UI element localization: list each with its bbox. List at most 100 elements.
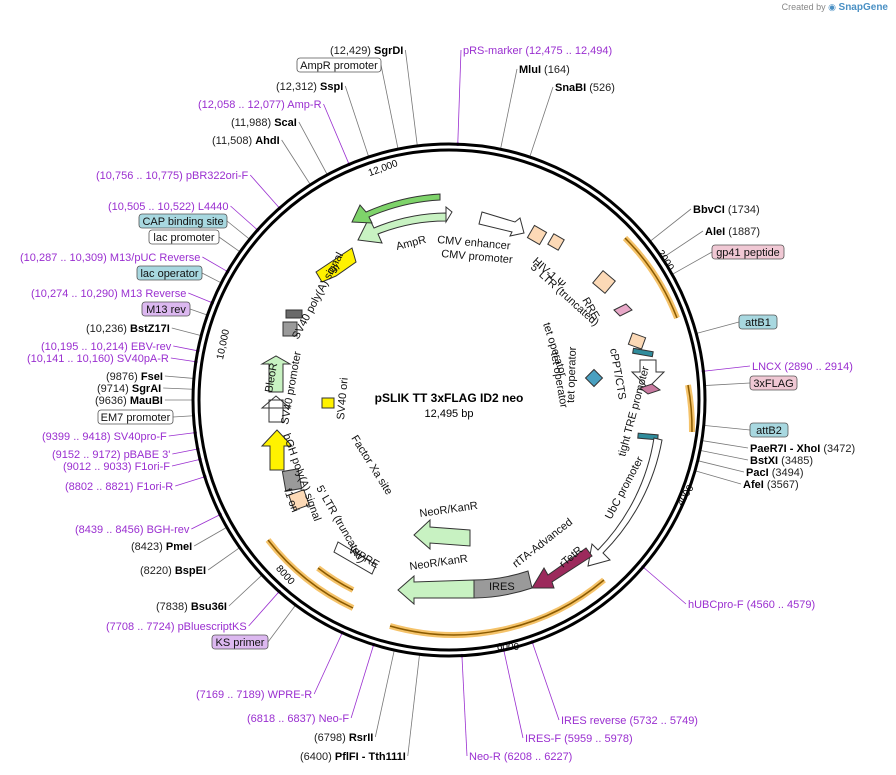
map-label-enzyme[interactable]: PaeR7I - XhoI (3472): [750, 443, 855, 455]
map-label-primer[interactable]: (7169 .. 7189) WPRE-R: [196, 689, 312, 701]
map-label-enzyme[interactable]: (8220) BspEI: [140, 565, 206, 577]
label-name: BstZ17I: [130, 323, 170, 335]
orange-arc-right: [622, 235, 680, 320]
leader-line: [170, 357, 196, 363]
map-label-primer[interactable]: (7708 .. 7724) pBluescriptKS: [106, 621, 247, 633]
label-coord: (1734): [725, 204, 760, 216]
map-label-primer[interactable]: (10,141 .. 10,160) SV40pA-R: [27, 353, 169, 365]
map-label-enzyme[interactable]: (6400) PflFI - Tth111I: [300, 751, 406, 763]
map-label-enzyme[interactable]: (9876) FseI: [106, 371, 163, 383]
map-label-primer[interactable]: (8439 .. 8456) BGH-rev: [75, 524, 190, 536]
label-name: pRS-marker: [463, 45, 523, 57]
map-label-enzyme[interactable]: (6798) RsrII: [314, 732, 373, 744]
leader-line: [207, 547, 241, 571]
map-label-feature[interactable]: 3xFLAG: [749, 375, 798, 391]
brand-prefix: Created by: [781, 2, 826, 12]
label-name: IRES reverse: [561, 715, 626, 727]
feature-label: cPPT/CTS: [607, 347, 628, 400]
label-name: ScaI: [274, 117, 297, 129]
leader-line: [503, 649, 524, 739]
map-label-enzyme[interactable]: AleI (1887): [705, 226, 760, 238]
leader-line: [298, 121, 328, 175]
map-label-enzyme[interactable]: (11,988) ScaI: [231, 117, 297, 129]
map-label-primer[interactable]: pRS-marker (12,475 .. 12,494): [463, 45, 612, 57]
map-label-primer[interactable]: (10,274 .. 10,290) M13 Reverse: [31, 288, 186, 300]
map-label-enzyme[interactable]: (7838) Bsu36I: [156, 601, 227, 613]
map-label-enzyme[interactable]: (11,508) AhdI: [212, 135, 280, 147]
map-label-enzyme[interactable]: AfeI (3567): [743, 479, 799, 491]
leader-line: [218, 236, 241, 253]
map-label-feature[interactable]: lac promoter: [148, 229, 220, 245]
em7-mark: [285, 309, 303, 319]
map-label-primer[interactable]: (8802 .. 8821) F1ori-R: [65, 481, 173, 493]
label-name: hUBCpro-F: [688, 599, 744, 611]
map-label-enzyme[interactable]: PacI (3494): [746, 467, 804, 479]
feature-name: attB2: [756, 425, 782, 437]
map-label-primer[interactable]: (10,195 .. 10,214) EBV-rev: [41, 341, 172, 353]
map-label-primer[interactable]: (9152 .. 9172) pBABE 3': [52, 449, 170, 461]
map-label-primer[interactable]: IRES reverse (5732 .. 5749): [561, 715, 698, 727]
map-label-feature[interactable]: attB2: [749, 422, 789, 438]
label-name: Neo-F: [319, 713, 350, 725]
leader-line: [168, 432, 196, 437]
map-label-primer[interactable]: (6818 .. 6837) Neo-F: [247, 713, 349, 725]
map-label-feature[interactable]: M13 rev: [141, 301, 191, 317]
map-label-primer[interactable]: Neo-R (6208 .. 6227): [469, 751, 572, 763]
feature-label: IRES: [489, 581, 515, 593]
label-name: BspEI: [175, 565, 206, 577]
label-coord: (9636): [95, 395, 130, 407]
tick-label: 10,000: [215, 328, 232, 361]
label-text: LNCX (2890 .. 2914): [752, 361, 853, 373]
map-label-primer[interactable]: hUBCpro-F (4560 .. 4579): [688, 599, 815, 611]
map-label-enzyme[interactable]: (9636) MauBI: [95, 395, 163, 407]
wpre-box: [333, 541, 377, 575]
bleor-arrow: [260, 355, 292, 393]
feature-label: NeoR/KanR: [409, 553, 469, 573]
map-label-feature[interactable]: EM7 promoter: [97, 409, 174, 425]
map-label-primer[interactable]: LNCX (2890 .. 2914): [752, 361, 853, 373]
attb2-box: [637, 432, 659, 441]
feature-label-box: [738, 314, 778, 330]
map-label-enzyme[interactable]: (12,312) SspI: [276, 81, 343, 93]
map-label-enzyme[interactable]: (9714) SgrAI: [97, 383, 161, 395]
map-label-primer[interactable]: (12,058 .. 12,077) Amp-R: [198, 99, 322, 111]
label-name: SgrDI: [374, 45, 403, 57]
map-label-primer[interactable]: IRES-F (5959 .. 5978): [525, 733, 633, 745]
map-label-enzyme[interactable]: SnaBI (526): [555, 82, 615, 94]
map-label-enzyme[interactable]: (10,236) BstZ17I: [86, 323, 170, 335]
feature-label: AmpR: [395, 234, 428, 253]
map-label-enzyme[interactable]: BbvCI (1734): [693, 204, 760, 216]
label-coord: (10,505 .. 10,522): [108, 201, 198, 213]
map-label-primer[interactable]: (9012 .. 9033) F1ori-F: [63, 461, 170, 473]
map-label-feature[interactable]: AmpR promoter: [296, 57, 382, 73]
tet-operator-box: [584, 368, 604, 388]
map-label-feature[interactable]: CAP binding site: [138, 213, 228, 229]
attb1-box: [632, 347, 654, 358]
map-label-enzyme[interactable]: (12,429) SgrDI: [330, 45, 403, 57]
map-label-feature[interactable]: attB1: [738, 314, 778, 330]
map-label-feature[interactable]: lac operator: [136, 265, 203, 281]
label-text: MluI (164): [519, 64, 570, 76]
map-label-primer[interactable]: (10,287 .. 10,309) M13/pUC Reverse: [20, 252, 200, 264]
map-label-feature[interactable]: gp41 peptide: [711, 244, 785, 260]
label-name: pBR322ori-F: [186, 170, 249, 182]
leader-line: [228, 574, 263, 607]
sv40-polya-box: [282, 321, 298, 337]
map-label-enzyme[interactable]: (8423) PmeI: [131, 541, 192, 553]
label-text: AfeI (3567): [743, 479, 799, 491]
rre-box: [592, 270, 616, 294]
map-label-enzyme[interactable]: MluI (164): [519, 64, 570, 76]
leader-line: [313, 632, 343, 695]
map-label-primer[interactable]: (9399 .. 9418) SV40pro-F: [42, 431, 167, 443]
map-label-enzyme[interactable]: BstXI (3485): [750, 455, 813, 467]
map-label-primer[interactable]: (10,756 .. 10,775) pBR322ori-F: [96, 170, 249, 182]
map-label-feature[interactable]: KS primer: [211, 634, 269, 650]
label-text: AleI (1887): [705, 226, 760, 238]
leader-line: [171, 327, 202, 337]
label-name: SnaBI: [555, 82, 586, 94]
leader-line: [404, 49, 418, 147]
map-label-primer[interactable]: (10,505 .. 10,522) L4440: [108, 201, 229, 213]
label-text: (8802 .. 8821) F1ori-R: [65, 481, 173, 493]
label-text: (9636) MauBI: [95, 395, 163, 407]
